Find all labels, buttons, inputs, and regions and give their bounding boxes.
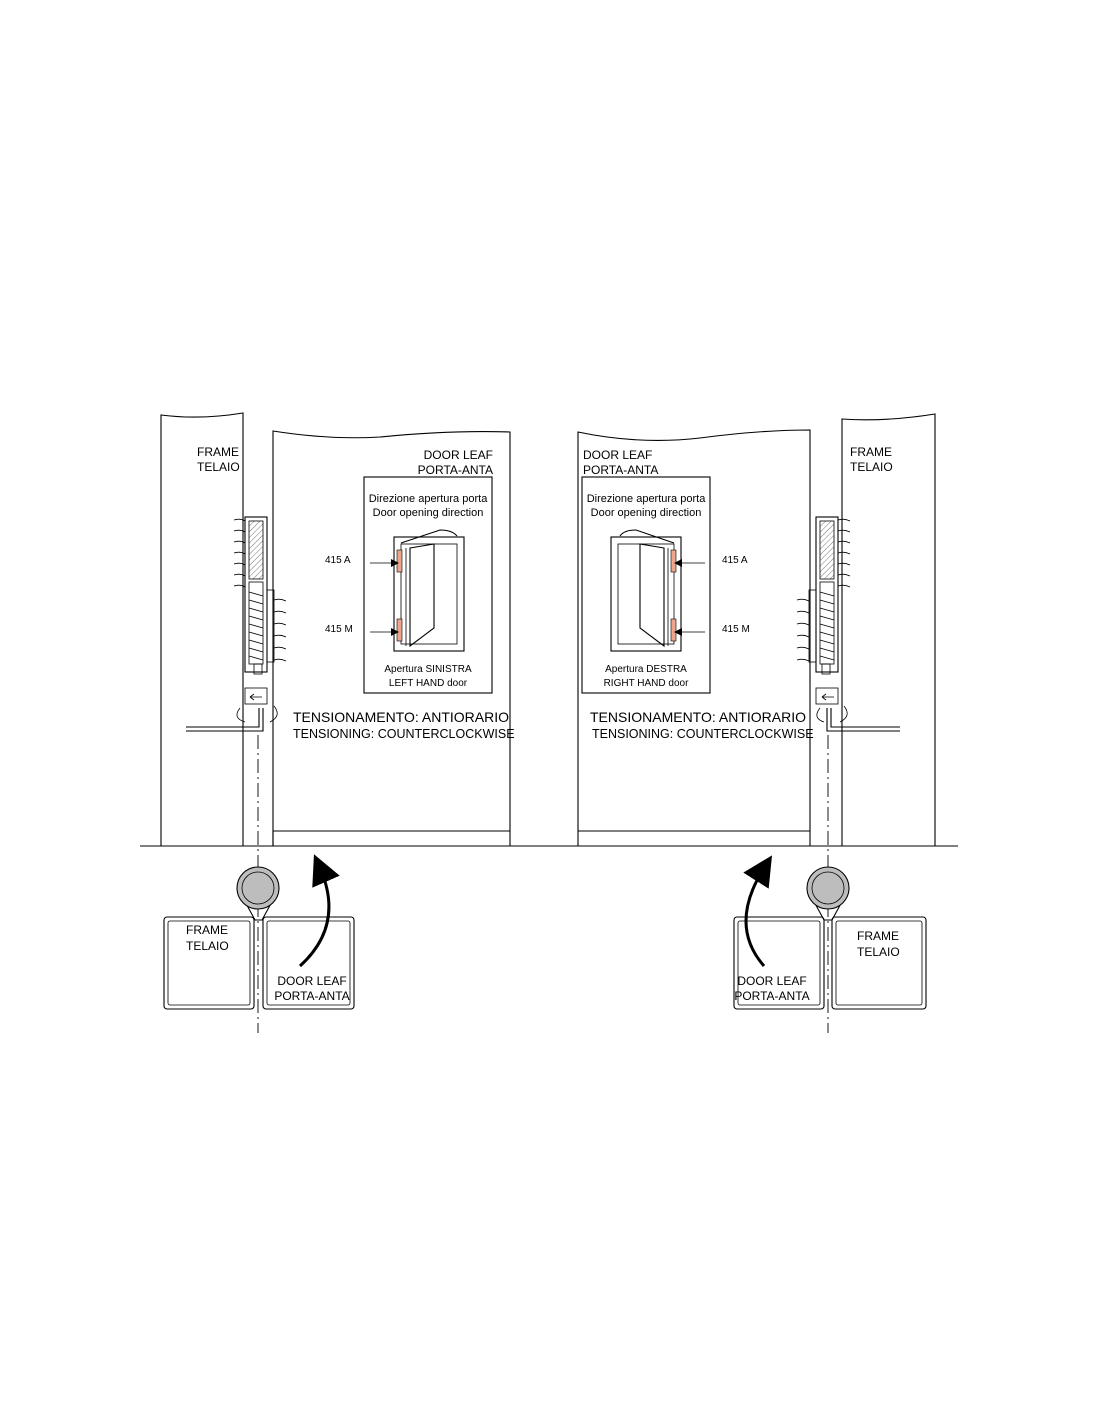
right-opening-arrow [743,855,773,967]
left-hinge-barrel [236,866,280,910]
left-tension-label-1: TENSIONAMENTO: ANTIORARIO [293,709,509,725]
left-plan-door-2: PORTA-ANTA [274,989,349,1003]
right-hinge-pad-bottom [670,618,677,642]
right-door-leaf-label-1: DOOR LEAF [583,448,652,462]
left-box-title-2: Door opening direction [373,507,484,519]
right-hinge-label-top: 415 A [722,555,748,566]
right-box-title-2: Door opening direction [591,507,702,519]
left-plan-frame-1: FRAME [186,923,228,937]
left-hinge-elevation [233,516,287,705]
right-plan-frame-2: TELAIO [857,945,900,959]
left-box-title-1: Direzione apertura porta [369,493,489,505]
right-door-leaf-label-2: PORTA-ANTA [583,463,658,477]
left-assembly: FRAME TELAIO DOOR LEAF PORTA-ANTA Direzi… [160,412,515,1033]
right-door-leaf-elevation [577,429,811,846]
right-box-caption-2: RIGHT HAND door [604,678,690,689]
right-box-caption-1: Apertura DESTRA [605,664,687,675]
right-plan-door-1: DOOR LEAF [737,974,806,988]
left-door-leaf-elevation [272,430,511,846]
left-frame-label-1: FRAME [197,445,239,459]
right-box-title-1: Direzione apertura porta [587,493,707,505]
left-plan-door-1: DOOR LEAF [277,974,346,988]
left-box-caption-1: Apertura SINISTRA [384,664,472,675]
left-hinge-label-top: 415 A [325,555,351,566]
right-frame-elevation [841,413,936,846]
right-plan-frame-1: FRAME [857,929,899,943]
left-plan-view [163,866,355,1010]
right-frame-label-1: FRAME [850,445,892,459]
right-hinge-barrel [806,866,850,910]
left-frame-elevation [160,412,244,846]
left-direction-box: Direzione apertura porta Door opening di… [363,476,493,694]
left-door-leaf-label-2: PORTA-ANTA [418,463,493,477]
left-plan-frame-2: TELAIO [186,939,229,953]
left-opening-arrow [298,854,340,968]
right-frame-label-2: TELAIO [850,460,893,474]
left-door-leaf-label-1: DOOR LEAF [424,448,493,462]
left-frame-label-2: TELAIO [197,460,240,474]
right-plan-view [733,866,927,1010]
right-hinge-pad-top [670,549,677,573]
left-box-caption-2: LEFT HAND door [389,678,468,689]
right-plan-door-2: PORTA-ANTA [734,989,809,1003]
left-hinge-pad-top [396,549,403,573]
left-tension-label-2: TENSIONING: COUNTERCLOCKWISE [293,727,515,741]
right-hinge-elevation [796,516,851,705]
left-hinge-label-bottom: 415 M [325,624,353,635]
right-hinge-label-bottom: 415 M [722,624,750,635]
right-tension-label-1: TENSIONAMENTO: ANTIORARIO [590,709,806,725]
right-tension-label-2: TENSIONING: COUNTERCLOCKWISE [592,727,814,741]
right-allen-key [826,708,900,732]
right-direction-box: Direzione apertura porta Door opening di… [581,476,711,694]
left-hinge-pad-bottom [396,618,403,642]
left-allen-key [186,708,264,732]
right-assembly: DOOR LEAF PORTA-ANTA FRAME TELAIO Direzi… [577,413,936,1033]
